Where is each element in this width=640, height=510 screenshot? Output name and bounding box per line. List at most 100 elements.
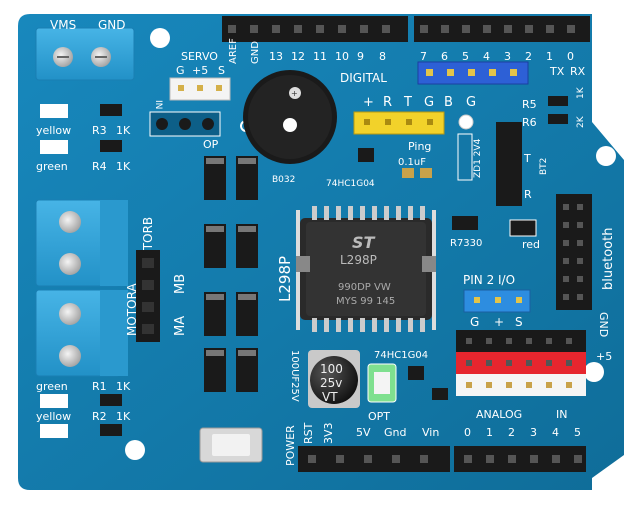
pin-io-plus: + — [494, 315, 504, 329]
header-pin — [462, 25, 470, 33]
header-pin — [566, 360, 572, 366]
analog-pin-label: 5 — [574, 426, 581, 439]
chip-leg — [348, 318, 353, 332]
r6-label: R6 — [522, 116, 537, 129]
r7330-label: R7330 — [450, 238, 482, 249]
header-pin — [364, 455, 372, 463]
header-pin — [546, 382, 552, 388]
header-pin — [563, 258, 569, 264]
header-pin — [567, 25, 575, 33]
diode — [204, 224, 226, 268]
chip-leg — [408, 206, 413, 220]
led — [40, 140, 68, 154]
diode-band — [206, 350, 224, 356]
servo-label: SERVO — [181, 50, 218, 63]
mounting-hole-top-left — [150, 28, 170, 48]
power-pin-label: 5V — [356, 426, 371, 439]
header-pin — [525, 25, 533, 33]
header-pin — [506, 360, 512, 366]
header-pin — [382, 25, 390, 33]
led-color-label: green — [36, 380, 68, 393]
header-pin — [360, 25, 368, 33]
header-pin — [466, 338, 472, 344]
diode — [204, 292, 226, 336]
servo-in-label: IN — [153, 100, 163, 109]
motora-label: MOTORA — [125, 283, 139, 336]
resistor-value: 1K — [116, 124, 131, 137]
led-color-label: green — [36, 160, 68, 173]
chip-legs — [312, 206, 425, 332]
zener-label: ZD1 2V4 — [473, 138, 483, 178]
chip-leg — [324, 318, 329, 332]
electrolytic-capacitor — [308, 350, 360, 408]
diode-band — [238, 226, 256, 232]
header-pin — [483, 25, 491, 33]
header-pin — [526, 338, 532, 344]
logic-chip-label: 74HC1G04 — [326, 179, 375, 189]
header-pin — [574, 455, 582, 463]
servo-jumper-pads — [149, 111, 221, 137]
cap-line1: 100 — [320, 362, 343, 376]
mounting-hole-top-right — [596, 146, 616, 166]
l298p-chip — [296, 210, 436, 330]
diode-band — [238, 158, 256, 164]
header-pin — [577, 294, 583, 300]
ma-label: MA — [173, 316, 188, 336]
reset-button[interactable] — [199, 427, 263, 463]
screw-icon — [59, 345, 81, 367]
header-pin — [577, 276, 583, 282]
chip-code: 990DP VW — [338, 282, 391, 293]
top-pin-label: 6 — [441, 50, 448, 63]
header-pin — [464, 455, 472, 463]
header-pin — [563, 294, 569, 300]
screw-icon — [59, 211, 81, 233]
rx-label: RX — [570, 65, 586, 78]
ping-pin-t: T — [403, 95, 412, 110]
top-pin-label: 9 — [357, 50, 364, 63]
red-led — [509, 219, 537, 237]
servo-pin-g: G — [176, 64, 185, 77]
diode-band — [238, 350, 256, 356]
cap-silk-label: 100UF25V — [289, 350, 300, 402]
buzzer-label: B032 — [272, 175, 295, 185]
bluetooth-header-pins — [563, 204, 583, 300]
chip-leg — [384, 318, 389, 332]
chip-leg — [336, 206, 341, 220]
header-pin — [563, 240, 569, 246]
resistor — [100, 394, 122, 406]
header-pin — [563, 276, 569, 282]
top-pin-label: AREF — [228, 38, 239, 64]
small-cap — [402, 168, 432, 178]
top-pin-label: 13 — [269, 50, 283, 63]
plus5-label: +5 — [596, 350, 612, 363]
opt-jumper — [367, 363, 397, 403]
top-pin-label: 7 — [420, 50, 427, 63]
resistor-label: R2 — [92, 410, 107, 423]
diode-band — [206, 158, 224, 164]
analog-pin-label: 2 — [508, 426, 515, 439]
diode-band — [206, 226, 224, 232]
header-pin — [506, 338, 512, 344]
top-pin-label: 1 — [546, 50, 553, 63]
diode — [204, 348, 226, 392]
analog-pin-label: 1 — [486, 426, 493, 439]
servo-header — [169, 77, 231, 101]
top-pin-label: 8 — [379, 50, 386, 63]
chip-leg — [384, 206, 389, 220]
header-pin — [466, 360, 472, 366]
top-pin-label: 3 — [504, 50, 511, 63]
diode — [236, 224, 258, 268]
bt-switch-header — [496, 122, 522, 206]
buzzer: + — [243, 70, 337, 164]
header-pin — [466, 382, 472, 388]
diode-band — [238, 294, 256, 300]
bluetooth-label: bluetooth — [601, 228, 616, 290]
header-pin — [563, 222, 569, 228]
diode — [204, 156, 226, 200]
header-pin — [577, 240, 583, 246]
analog-in-label: IN — [556, 408, 567, 421]
top-header-left — [222, 16, 408, 42]
header-pin — [392, 455, 400, 463]
